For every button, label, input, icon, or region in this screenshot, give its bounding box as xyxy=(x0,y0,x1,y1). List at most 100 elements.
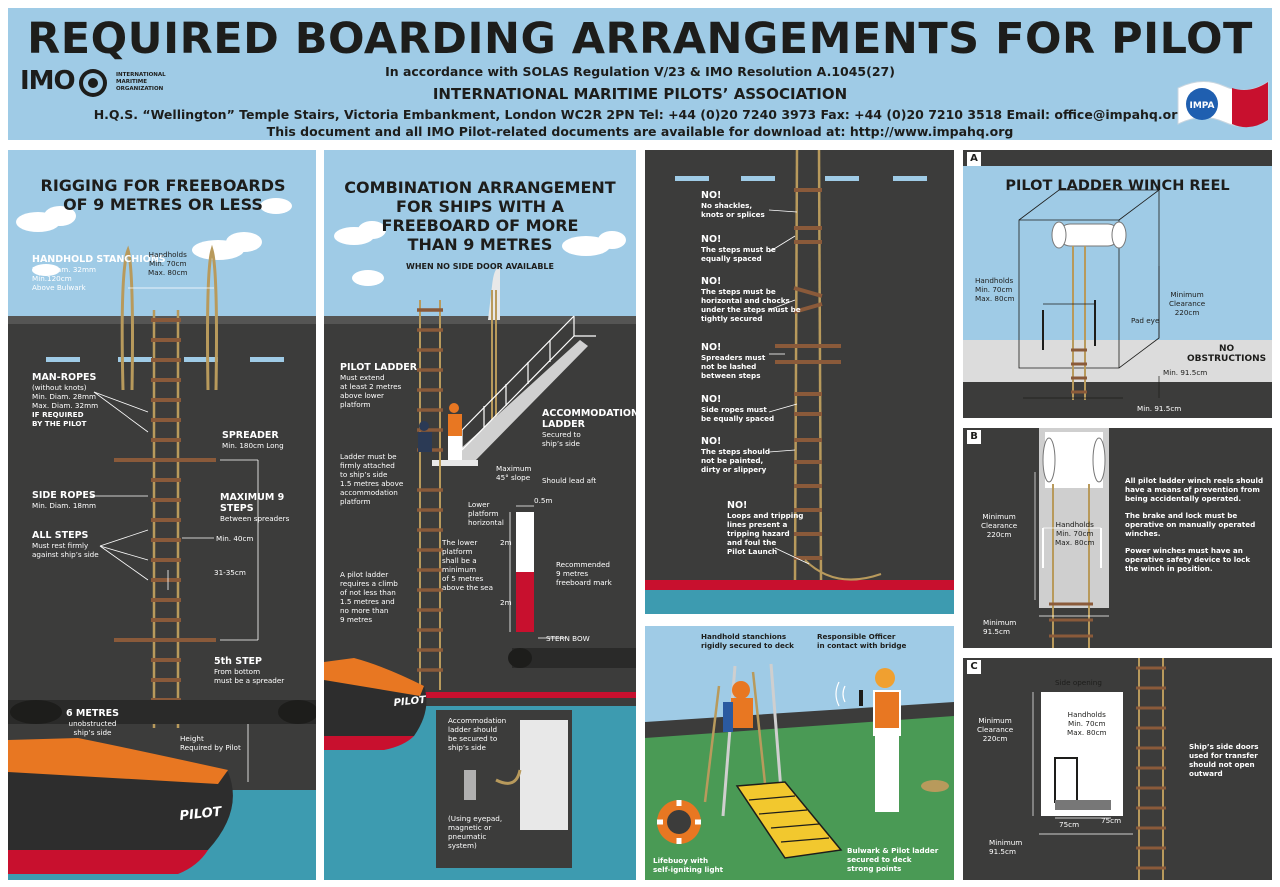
rigging-title: RIGGING FOR FREEBOARDS OF 9 METRES OR LE… xyxy=(40,176,286,214)
rule-line: The steps should xyxy=(701,447,770,456)
lower-platform-note: Lower platform horizontal xyxy=(468,500,504,527)
winch-note-line: Power winches must have an xyxy=(1125,546,1243,555)
door-outward-note: Ship’s side doors used for transfer shou… xyxy=(1189,742,1259,778)
panel-side-door: C Side opening Minimum Clearance 220cm H… xyxy=(963,658,1272,880)
side-ropes-note: SIDE ROPES Min. Diam. 18mm xyxy=(32,490,96,510)
winch-reel-illustration xyxy=(963,150,1272,418)
winch-note-line: operative safety device to lock xyxy=(1125,555,1251,564)
winch-note-line: All pilot ladder winch reels should xyxy=(1125,476,1264,485)
download-line: This document and all IMO Pilot-related … xyxy=(266,124,1014,139)
rule-line: Loops and tripping xyxy=(727,511,804,520)
rule-line: dirty or slippery xyxy=(701,465,767,474)
slope-note: Maximum 45° slope xyxy=(496,464,532,482)
association-name: INTERNATIONAL MARITIME PILOTS’ ASSOCIATI… xyxy=(432,85,848,103)
winch-note-line: operative on manually operated xyxy=(1125,520,1256,529)
ladder-attached-note: Ladder must be firmly attached to ship’s… xyxy=(340,452,404,506)
door-minimum: Minimum 91.5cm xyxy=(989,838,1023,856)
half-metre-label: 0.5m xyxy=(534,496,553,505)
rule-line: horizontal and chocks xyxy=(701,296,790,305)
rule-item: NO!No shackles,knots or splices xyxy=(701,190,765,219)
rule-line: The steps must be xyxy=(701,245,776,254)
bulwark-note: Bulwark & Pilot ladder secured to deck s… xyxy=(847,846,939,873)
man-ropes-note: MAN-ROPES (without knots) Min. Diam. 28m… xyxy=(32,372,99,428)
winch-clearance-note: Minimum Clearance 220cm xyxy=(1169,290,1206,317)
header-banner: REQUIRED BOARDING ARRANGEMENTS FOR PILOT… xyxy=(8,8,1272,140)
winch-reel-title: PILOT LADDER WINCH REEL xyxy=(1005,178,1230,194)
rule-line: between steps xyxy=(701,371,761,380)
panel-a-letter: A xyxy=(967,152,981,166)
inset-method-note: (Using eyepad, magnetic or pneumatic sys… xyxy=(448,814,503,850)
panel-deck-boarding: Handhold stanchions rigidly secured to d… xyxy=(645,626,954,880)
pilot-boat-label: PILOT xyxy=(179,805,224,824)
pilot-boat-label-2: PILOT xyxy=(393,695,428,709)
panel-combination: PILOT COMBINATION ARRANGEMENT FOR SHIPS … xyxy=(324,150,636,880)
rigging-9m-illustration: PILOT xyxy=(8,150,316,880)
stanchions-note: HANDHOLD STANCHIONS Min. Diam. 32mm Min.… xyxy=(32,254,166,292)
address-line: H.Q.S. “Wellington” Temple Stairs, Victo… xyxy=(93,107,1187,122)
winch-note-line: The brake and lock must be xyxy=(1125,511,1238,520)
door-width-75a: 75cm xyxy=(1059,820,1080,829)
rule-head: NO! xyxy=(701,436,722,447)
rule-line: knots or splices xyxy=(701,210,765,219)
lifebuoy-note: Lifebuoy with self-igniting light xyxy=(653,856,724,874)
side-door-illustration xyxy=(963,658,1272,880)
rule-head: NO! xyxy=(701,190,722,201)
fifth-step-note: 5th STEP From bottom must be a spreader xyxy=(214,656,285,685)
lead-aft-note: Should lead aft xyxy=(542,476,597,485)
winch-note-line: being accidentally operated. xyxy=(1125,494,1242,503)
panel-winch-reel: A PILOT LADDER WINCH REEL Handholds Min.… xyxy=(963,150,1272,418)
panel-b-letter: B xyxy=(967,430,981,444)
page-title: REQUIRED BOARDING ARRANGEMENTS FOR PILOT xyxy=(27,14,1253,64)
handholds-note: Handholds Min. 70cm Max. 80cm xyxy=(148,250,188,277)
rule-head: NO! xyxy=(701,276,722,287)
side-opening-label: Side opening xyxy=(1055,678,1102,687)
winch-min-915-b: Min. 91.5cm xyxy=(1137,404,1182,413)
rule-head: NO! xyxy=(727,500,748,511)
accommodation-note: ACCOMMODATION LADDER Secured to ship’s s… xyxy=(542,408,636,448)
panel-c-letter: C xyxy=(967,660,981,674)
door-clearance: Minimum Clearance 220cm xyxy=(977,716,1014,743)
rule-head: NO! xyxy=(701,394,722,405)
rule-line: Side ropes must xyxy=(701,405,767,414)
pilot-ladder-note: PILOT LADDER Must extend at least 2 metr… xyxy=(340,362,418,409)
rule-line: not be painted, xyxy=(701,456,764,465)
two-metre-top-label: 2m xyxy=(500,538,512,547)
pad-eye-label: Pad eye xyxy=(1131,316,1160,325)
door-handholds: Handholds Min. 70cm Max. 80cm xyxy=(1067,710,1107,737)
rule-line: No shackles, xyxy=(701,201,753,210)
climb-note: A pilot ladder requires a climb of not l… xyxy=(340,570,398,624)
rule-line: lines present a xyxy=(727,520,788,529)
two-metre-bottom-label: 2m xyxy=(500,598,512,607)
winch-b-clearance: Minimum Clearance 220cm xyxy=(981,512,1018,539)
winch-note-line: the winch in position. xyxy=(1125,564,1213,573)
winch-b-minimum: Minimum 91.5cm xyxy=(983,618,1017,636)
deck-boarding-illustration xyxy=(645,626,954,880)
six-metres-note: 6 METRES unobstructed ship’s side xyxy=(66,708,119,737)
rule-line: equally spaced xyxy=(701,254,762,263)
all-steps-note: ALL STEPS Must rest firmly against ship’… xyxy=(32,530,99,559)
impa-logo-text: IMPA xyxy=(1189,101,1214,111)
rule-line: Spreaders must xyxy=(701,353,766,362)
winch-note-line: winches. xyxy=(1125,529,1161,538)
stanchions-deck-note: Handhold stanchions rigidly secured to d… xyxy=(701,632,794,650)
rule-head: NO! xyxy=(701,234,722,245)
stern-bow-label: STERN BOW xyxy=(546,634,590,643)
min-40cm-label: Min. 40cm xyxy=(216,534,254,543)
rule-line: not be lashed xyxy=(701,362,757,371)
winch-min-915-a: Min. 91.5cm xyxy=(1163,368,1208,377)
winch-rules-illustration xyxy=(963,428,1272,648)
combination-subtitle: WHEN NO SIDE DOOR AVAILABLE xyxy=(406,262,554,271)
rule-line: and foul the xyxy=(727,538,777,547)
rule-line: be equally spaced xyxy=(701,414,775,423)
imo-org-name: INTERNATIONAL MARITIME ORGANIZATION xyxy=(116,72,166,92)
rule-line: tripping hazard xyxy=(727,529,790,538)
rule-line: Pilot Launch xyxy=(727,547,778,556)
